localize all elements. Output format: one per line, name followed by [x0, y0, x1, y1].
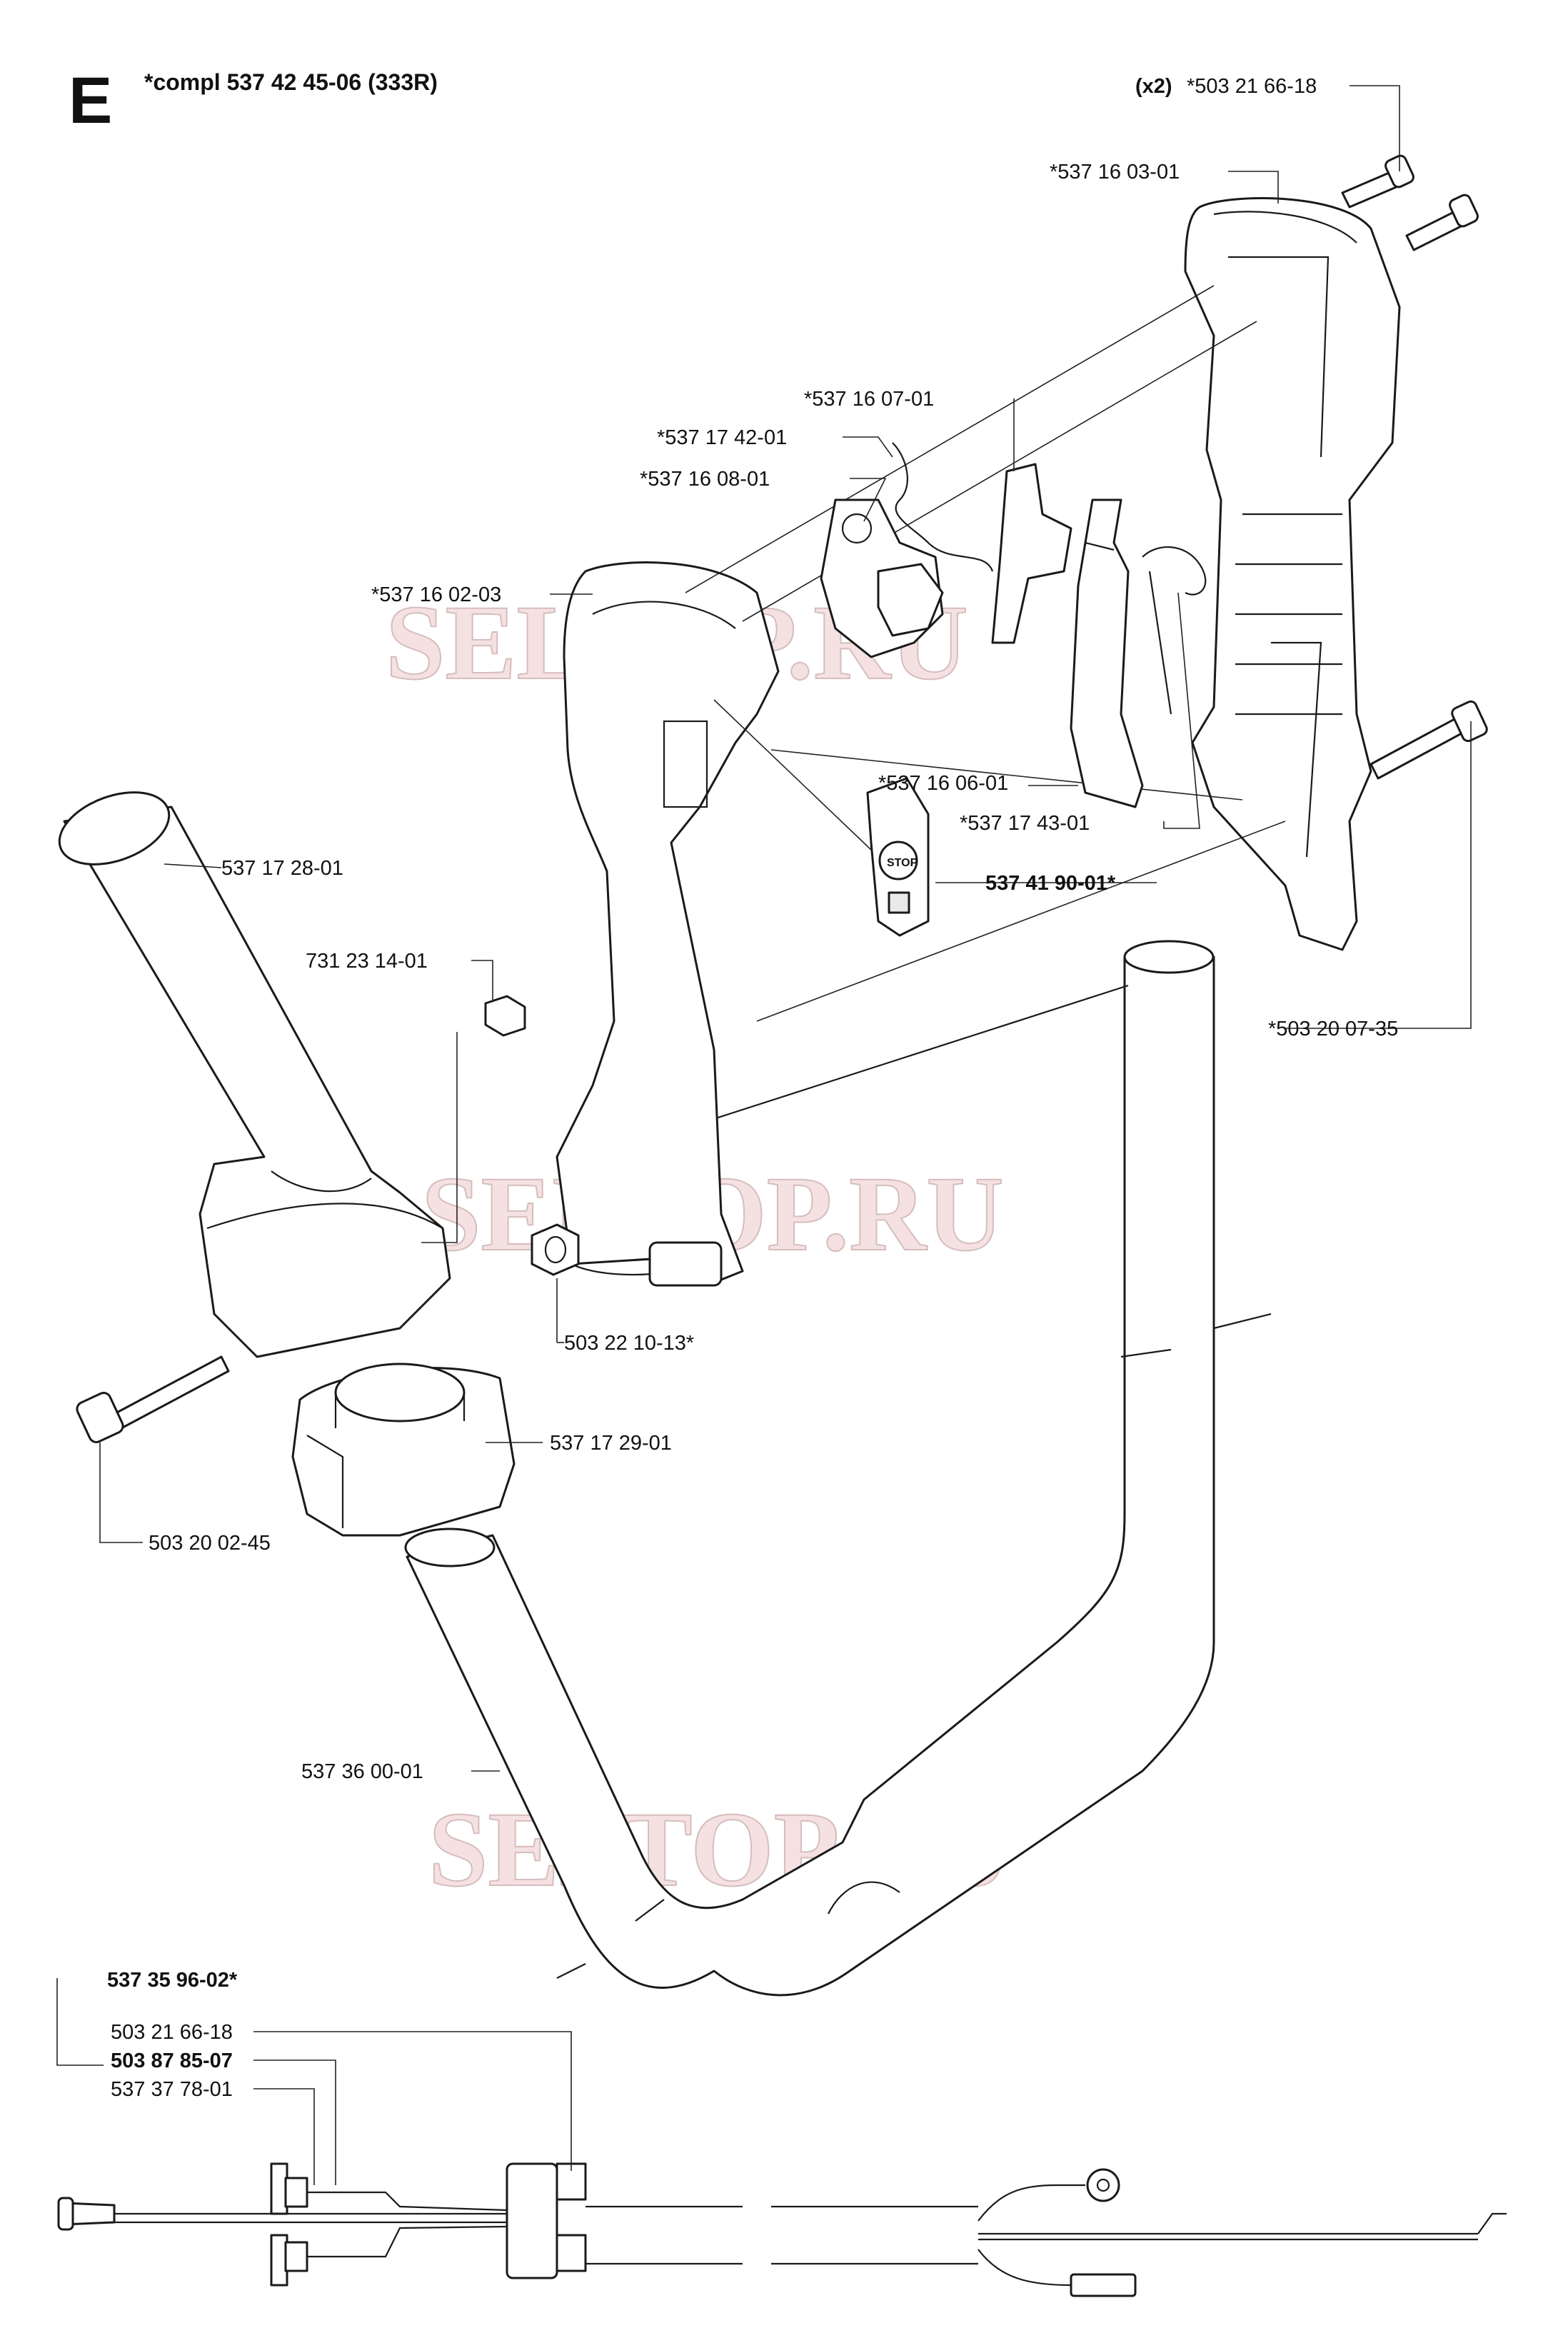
throttle-cable-assembly: [57, 2162, 1507, 2297]
grip-clamp: [291, 1363, 516, 1537]
label-503-20-07-35: *503 20 07-35: [1268, 1018, 1398, 1040]
label-503-21-66-18: 503 21 66-18: [111, 2021, 233, 2044]
stop-switch-label: STOP: [887, 857, 918, 869]
label-503-20-02-45: 503 20 02-45: [149, 1532, 271, 1555]
label-731-23-14-01: 731 23 14-01: [306, 950, 428, 973]
leader-lines: [56, 85, 1472, 2185]
label-503-22-10-13: 503 22 10-13*: [564, 1332, 694, 1355]
tube-bottom-opening: [404, 1527, 496, 1567]
nut-bottom: [531, 1223, 580, 1276]
label-537-35-96-02: 537 35 96-02*: [107, 1969, 238, 1992]
springs: [892, 442, 1207, 715]
label-537-16-08-01: *537 16 08-01: [640, 468, 770, 491]
assembly-title: *compl 537 42 45-06 (333R): [144, 69, 438, 95]
cable-spiral-sleeve: [586, 2205, 978, 2265]
nut-top: [484, 995, 526, 1037]
stop-switch: STOP: [866, 777, 930, 937]
label-537-37-78-01: 537 37 78-01: [111, 2078, 233, 2101]
label-x2-prefix: (x2): [1135, 75, 1172, 98]
top-screw-1: [1341, 154, 1414, 209]
handle-right-half: [1184, 197, 1401, 951]
label-537-17-29-01: 537 17 29-01: [550, 1432, 672, 1455]
label-537-16-06-01: *537 16 06-01: [878, 772, 1008, 795]
throttle-trigger: [1070, 498, 1144, 808]
left-grip: [58, 791, 451, 1358]
throttle-lever: [820, 498, 944, 658]
label-537-17-28-01: 537 17 28-01: [221, 857, 343, 880]
section-letter: E: [69, 64, 112, 137]
loop-handle-tube: [404, 940, 1272, 1997]
handle-left-half: [556, 561, 780, 1287]
part-labels: (x2) *503 21 66-18 *537 16 03-01 *537 16…: [107, 75, 1398, 2101]
label-503-87-85-07: 503 87 85-07: [111, 2050, 233, 2072]
label-537-16-02-03: *537 16 02-03: [371, 583, 501, 606]
label-503-21-66-18-star: *503 21 66-18: [1187, 75, 1317, 98]
grip-screw-left: [76, 1355, 230, 1443]
throttle-lockout: [991, 463, 1072, 644]
tube-top-opening: [1123, 940, 1215, 974]
label-537-16-03-01: *537 16 03-01: [1050, 161, 1180, 184]
label-537-16-07-01: *537 16 07-01: [804, 388, 934, 411]
label-537-41-90-01: 537 41 90-01*: [985, 872, 1116, 895]
label-537-36-00-01: 537 36 00-01: [301, 1760, 423, 1783]
label-537-17-42-01: *537 17 42-01: [657, 426, 787, 449]
label-537-17-43-01: *537 17 43-01: [960, 812, 1090, 835]
top-screw-2: [1405, 194, 1479, 251]
